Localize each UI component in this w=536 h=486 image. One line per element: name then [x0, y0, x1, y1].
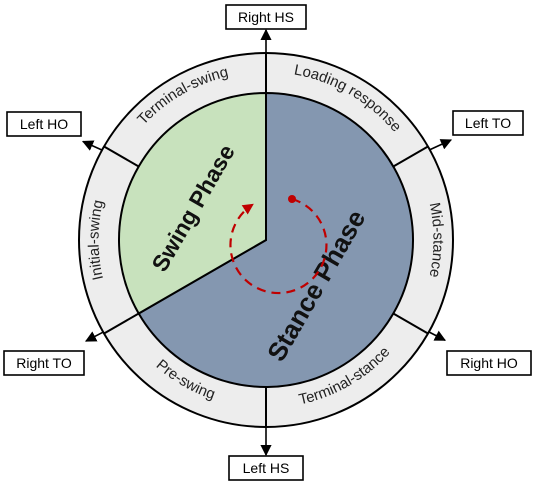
event-box	[446, 350, 532, 376]
event-label: Right TO	[16, 355, 72, 371]
ring-divider	[392, 312, 429, 335]
segment-mid-stance: Mid-stance	[426, 201, 447, 279]
segment-initial-swing: Initial-swing	[85, 198, 107, 281]
event-boxes: Right HS Left TO Right HO Left HS Right TO Le…	[3, 4, 532, 481]
event-label: Left HS	[243, 460, 290, 476]
event-box	[3, 350, 85, 376]
ring-divider	[103, 312, 140, 335]
ring-divider	[392, 145, 429, 168]
event-box	[225, 4, 307, 30]
event-label: Left HO	[20, 116, 68, 132]
ring-divider	[103, 145, 140, 168]
event-box	[452, 110, 524, 136]
event-label: Right HO	[460, 355, 518, 371]
stance-phase-sector	[137, 91, 415, 388]
event-label: Left TO	[465, 115, 511, 131]
event-box	[228, 455, 304, 481]
event-box	[6, 111, 82, 137]
event-label: Right HS	[238, 9, 294, 25]
swing-phase-sector	[118, 91, 267, 315]
ring-dividers	[103, 53, 429, 427]
